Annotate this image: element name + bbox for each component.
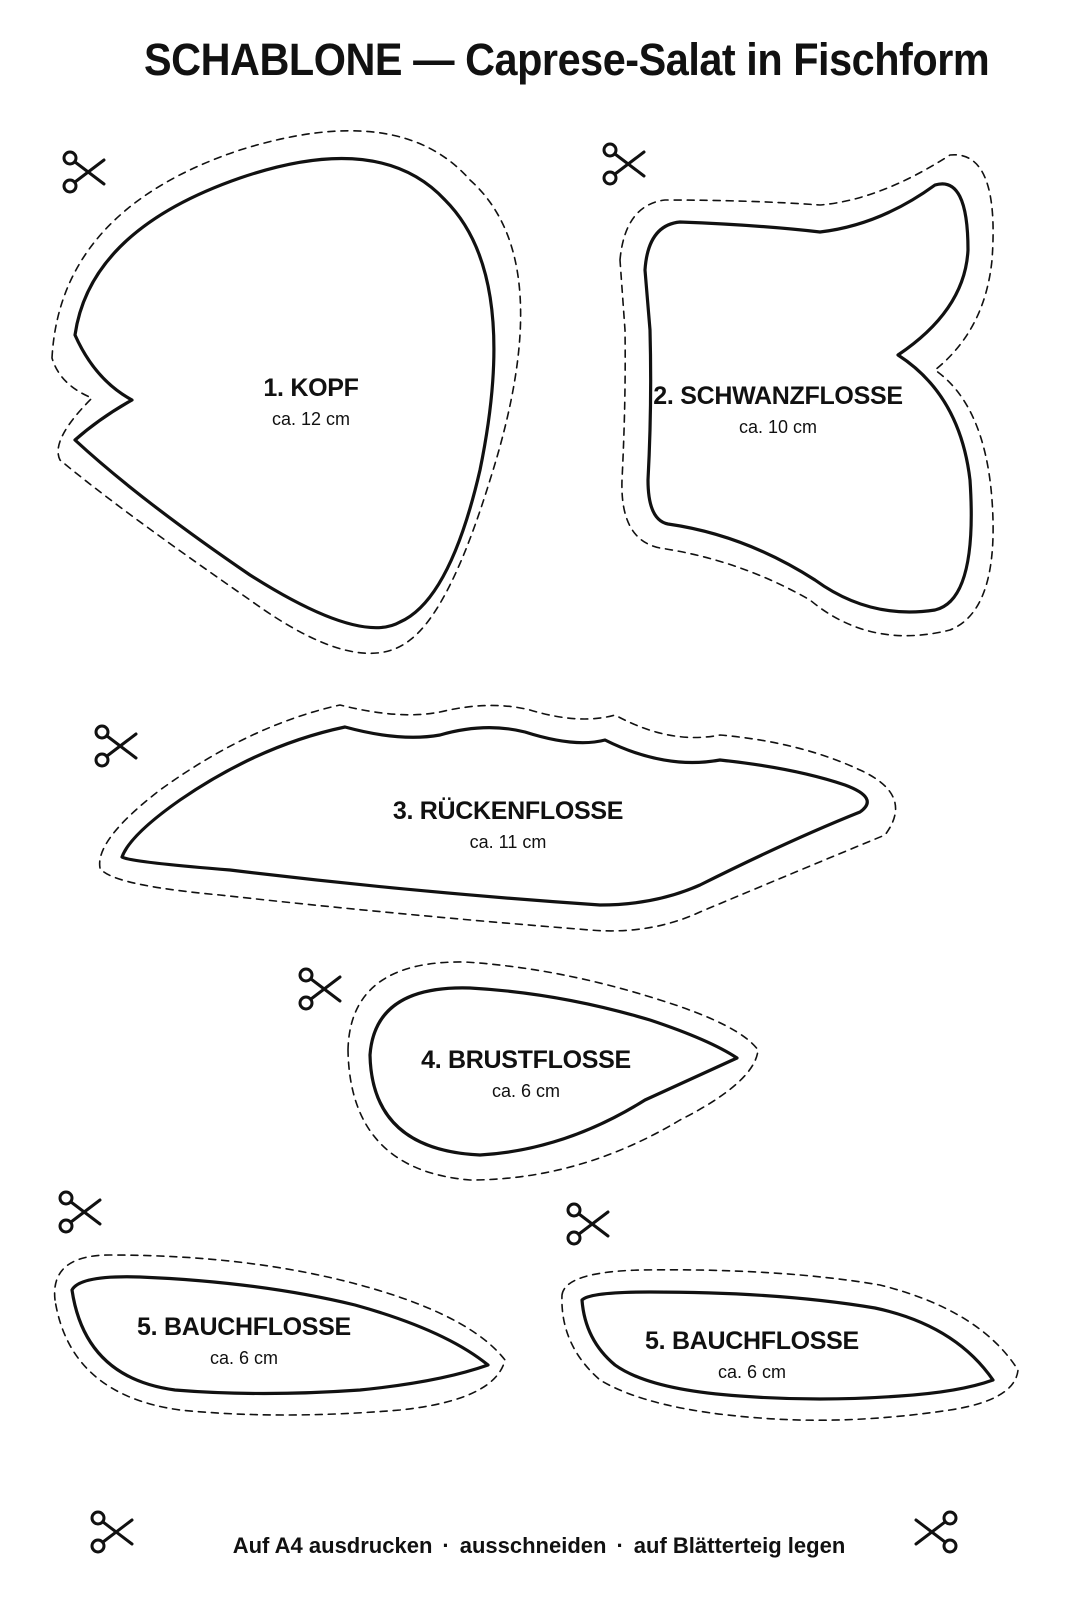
head-outline <box>73 156 496 630</box>
piece-pelvic-left-shape <box>53 1254 506 1416</box>
pelvic-right-outline <box>580 1290 995 1401</box>
piece-size: ca. 11 cm <box>469 832 547 852</box>
head-cut-line <box>51 130 522 655</box>
piece-pelvic-right-shape <box>561 1268 1019 1422</box>
piece-label-tail: 2. SCHWANZFLOSSE ca. 10 cm <box>653 382 903 438</box>
tail-outline <box>643 182 973 614</box>
scissors-icon <box>62 150 106 194</box>
piece-size: ca. 6 cm <box>717 1362 787 1382</box>
footer-separator: · <box>616 1533 624 1558</box>
footer-step-print: Auf A4 ausdrucken <box>232 1533 433 1558</box>
pectoral-outline <box>368 986 739 1157</box>
piece-label-dorsal: 3. RÜCKENFLOSSE ca. 11 cm <box>392 797 624 853</box>
footer-separator: · <box>442 1533 450 1558</box>
page-title: SCHABLONE — Caprese-Salat in Fischform <box>144 34 990 85</box>
piece-size: ca. 6 cm <box>209 1348 279 1368</box>
piece-size: ca. 6 cm <box>491 1081 561 1101</box>
scissors-icon <box>94 724 138 768</box>
dorsal-outline <box>120 725 869 907</box>
piece-dorsal-shape <box>98 704 897 932</box>
piece-name: 1. KOPF <box>263 374 359 402</box>
footer-step-cut: ausschneiden <box>459 1533 607 1558</box>
scissors-icon <box>914 1510 958 1554</box>
dorsal-cut-line <box>98 704 897 932</box>
piece-label-head: 1. KOPF ca. 12 cm <box>263 374 358 430</box>
piece-name: 4. BRUSTFLOSSE <box>421 1046 631 1074</box>
pelvic-left-outline <box>70 1275 490 1396</box>
piece-size: ca. 12 cm <box>271 409 351 429</box>
piece-pectoral-shape <box>347 961 759 1181</box>
pelvic-left-cut-line <box>53 1254 506 1416</box>
footer-instructions: Auf A4 ausdrucken · ausschneiden · auf Blätt… <box>0 1533 1078 1559</box>
scissors-icon <box>58 1190 102 1234</box>
scissors-icon <box>298 967 342 1011</box>
scissors-icon <box>566 1202 610 1246</box>
piece-name: 5. BAUCHFLOSSE <box>137 1313 351 1341</box>
scissors-icon <box>90 1510 134 1554</box>
scissors-icon <box>602 142 646 186</box>
footer-step-place: auf Blätterteig legen <box>633 1533 846 1558</box>
piece-size: ca. 10 cm <box>738 417 818 437</box>
piece-label-pelvic-right: 5. BAUCHFLOSSE ca. 6 cm <box>645 1327 859 1383</box>
piece-label-pelvic-left: 5. BAUCHFLOSSE ca. 6 cm <box>137 1313 351 1369</box>
piece-name: 3. RÜCKENFLOSSE <box>392 797 624 825</box>
piece-name: 2. SCHWANZFLOSSE <box>653 382 903 410</box>
piece-head-shape <box>51 130 522 655</box>
tail-cut-line <box>619 154 994 637</box>
piece-name: 5. BAUCHFLOSSE <box>645 1327 859 1355</box>
piece-label-pectoral: 4. BRUSTFLOSSE ca. 6 cm <box>421 1046 631 1102</box>
piece-tail-shape <box>619 154 994 637</box>
